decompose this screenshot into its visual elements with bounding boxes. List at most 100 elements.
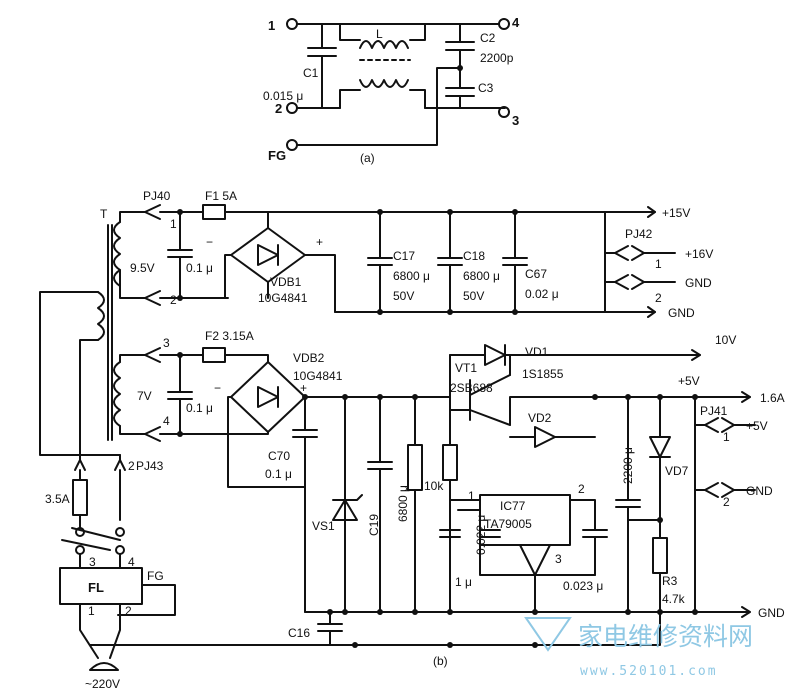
fl-pin1: 1 xyxy=(88,604,95,618)
c2-label: C2 xyxy=(480,31,496,45)
upper-cap: 0.1 μ xyxy=(186,261,213,275)
c70-value: 0.1 μ xyxy=(265,467,292,481)
c70-label: C70 xyxy=(268,449,290,463)
fuse-3a5-label: 3.5A xyxy=(45,492,70,506)
pj41-gnd: GND xyxy=(746,484,773,498)
c-0022-value: 0.022 μ xyxy=(474,515,488,555)
transformer: T xyxy=(39,207,121,456)
r3-label: R3 xyxy=(662,574,678,588)
ic-part: TA79005 xyxy=(484,517,532,531)
fl-pin3: 3 xyxy=(89,555,96,569)
upper-volt: 9.5V xyxy=(130,261,155,275)
watermark-text: 家电维修资料网 xyxy=(578,622,753,651)
vt1-label: VT1 xyxy=(455,361,477,375)
pj41-pin1: 1 xyxy=(723,430,730,444)
lower-cap: 0.1 μ xyxy=(186,401,213,415)
ic-pin3: 3 xyxy=(555,552,562,566)
c17-volt: 50V xyxy=(393,289,414,303)
c2-value: 2200p xyxy=(480,51,514,65)
pj41-label: PJ41 xyxy=(700,404,728,418)
r10k-label: 10k xyxy=(424,479,444,493)
f1-label: F1 5A xyxy=(205,189,237,203)
c18-value: 6800 μ xyxy=(463,269,500,283)
vs1-label: VS1 xyxy=(312,519,335,533)
ic-label: IC77 xyxy=(500,499,526,513)
terminal-fg-label: FG xyxy=(268,148,286,163)
c-0023-value: 0.023 μ xyxy=(563,579,603,593)
out-5v: +5V xyxy=(678,374,700,388)
current-label: 1.6A xyxy=(760,391,785,405)
out-16v: +16V xyxy=(685,247,713,261)
c3-label: C3 xyxy=(478,81,494,95)
lower-rail: 3 4 F2 3.15A 7V 0.1 μ − + VDB2 10G4841 C… xyxy=(89,329,785,648)
transformer-label: T xyxy=(100,207,108,221)
vdb2-label: VDB2 xyxy=(293,351,325,365)
panel-a-filter: 1 2 3 4 FG C1 0.015 μ L C2 2200p C3 (a) xyxy=(263,15,520,165)
pj42-pin2: 2 xyxy=(655,291,662,305)
inductor-label: L xyxy=(376,27,383,41)
c19-label: C19 xyxy=(367,514,381,536)
c16-label: C16 xyxy=(288,626,310,640)
c67-value: 0.02 μ xyxy=(525,287,559,301)
mains-label: ~220V xyxy=(85,677,120,691)
c1-value: 0.015 μ xyxy=(263,89,303,103)
c17-value: 6800 μ xyxy=(393,269,430,283)
vd1-label: VD1 xyxy=(525,345,549,359)
fl-pin4: 4 xyxy=(128,555,135,569)
vd1-part: 1S1855 xyxy=(522,367,564,381)
c67-label: C67 xyxy=(525,267,547,281)
pj42-pin1: 1 xyxy=(655,257,662,271)
c18-label: C18 xyxy=(463,249,485,263)
fl-fg-label: FG xyxy=(147,569,164,583)
pj43-pin2: 2 xyxy=(128,459,135,473)
pj42-gnd: GND xyxy=(685,276,712,290)
ic77-box xyxy=(479,494,571,546)
vdb1-minus: − xyxy=(206,235,213,249)
vdb2-plus: + xyxy=(300,381,307,395)
vdb1-plus: + xyxy=(316,235,323,249)
pj40-pin1: 1 xyxy=(170,217,177,231)
vdb2-part: 10G4841 xyxy=(293,369,343,383)
pj41-pin2: 2 xyxy=(723,495,730,509)
c19-value: 6800 μ xyxy=(396,485,410,522)
pj40-label: PJ40 xyxy=(143,189,171,203)
vt1-part: 2SB688 xyxy=(450,381,493,395)
ic-pin1: 1 xyxy=(468,489,475,503)
pj42-label: PJ42 xyxy=(625,227,653,241)
lower-volt: 7V xyxy=(137,389,152,403)
terminal-1-label: 1 xyxy=(268,18,275,33)
fl-label: FL xyxy=(88,580,104,595)
watermark-logo-icon xyxy=(524,617,572,652)
terminal-2-label: 2 xyxy=(275,101,282,116)
c1-label: C1 xyxy=(303,66,319,80)
upper-gnd: GND xyxy=(668,306,695,320)
vdb1-label: VDB1 xyxy=(270,275,302,289)
vdb1-part: 10G4841 xyxy=(258,291,308,305)
pj43-label: PJ43 xyxy=(136,459,164,473)
ic-pin2: 2 xyxy=(578,482,585,496)
terminal-4-label: 4 xyxy=(512,15,520,30)
c-2200-value: 2200 μ xyxy=(621,447,635,484)
f2-label: F2 3.15A xyxy=(205,329,254,343)
c17-label: C17 xyxy=(393,249,415,263)
vdb2-minus: − xyxy=(214,381,221,395)
pj-pin4: 4 xyxy=(163,414,170,428)
panel-b-caption: (b) xyxy=(433,654,448,668)
c-1u-value: 1 μ xyxy=(455,575,472,589)
watermark: 家电维修资料网 www.520101.com xyxy=(524,617,753,679)
c18-volt: 50V xyxy=(463,289,484,303)
r3-value: 4.7k xyxy=(662,592,686,606)
watermark-url: www.520101.com xyxy=(580,664,718,679)
vd7-label: VD7 xyxy=(665,464,689,478)
panel-a-caption: (a) xyxy=(360,151,375,165)
fl-pin2: 2 xyxy=(125,604,132,618)
vd2-label: VD2 xyxy=(528,411,552,425)
pj-pin3: 3 xyxy=(163,336,170,350)
lower-gnd: GND xyxy=(758,606,785,620)
fuse-3a5 xyxy=(72,479,88,516)
upper-rail: PJ40 1 2 F1 5A 9.5V 0.1 μ − + VDB1 10G48… xyxy=(119,189,713,320)
out-10v: 10V xyxy=(715,333,736,347)
pj41-5v: +5V xyxy=(746,419,768,433)
pj40-pin2: 2 xyxy=(170,293,177,307)
